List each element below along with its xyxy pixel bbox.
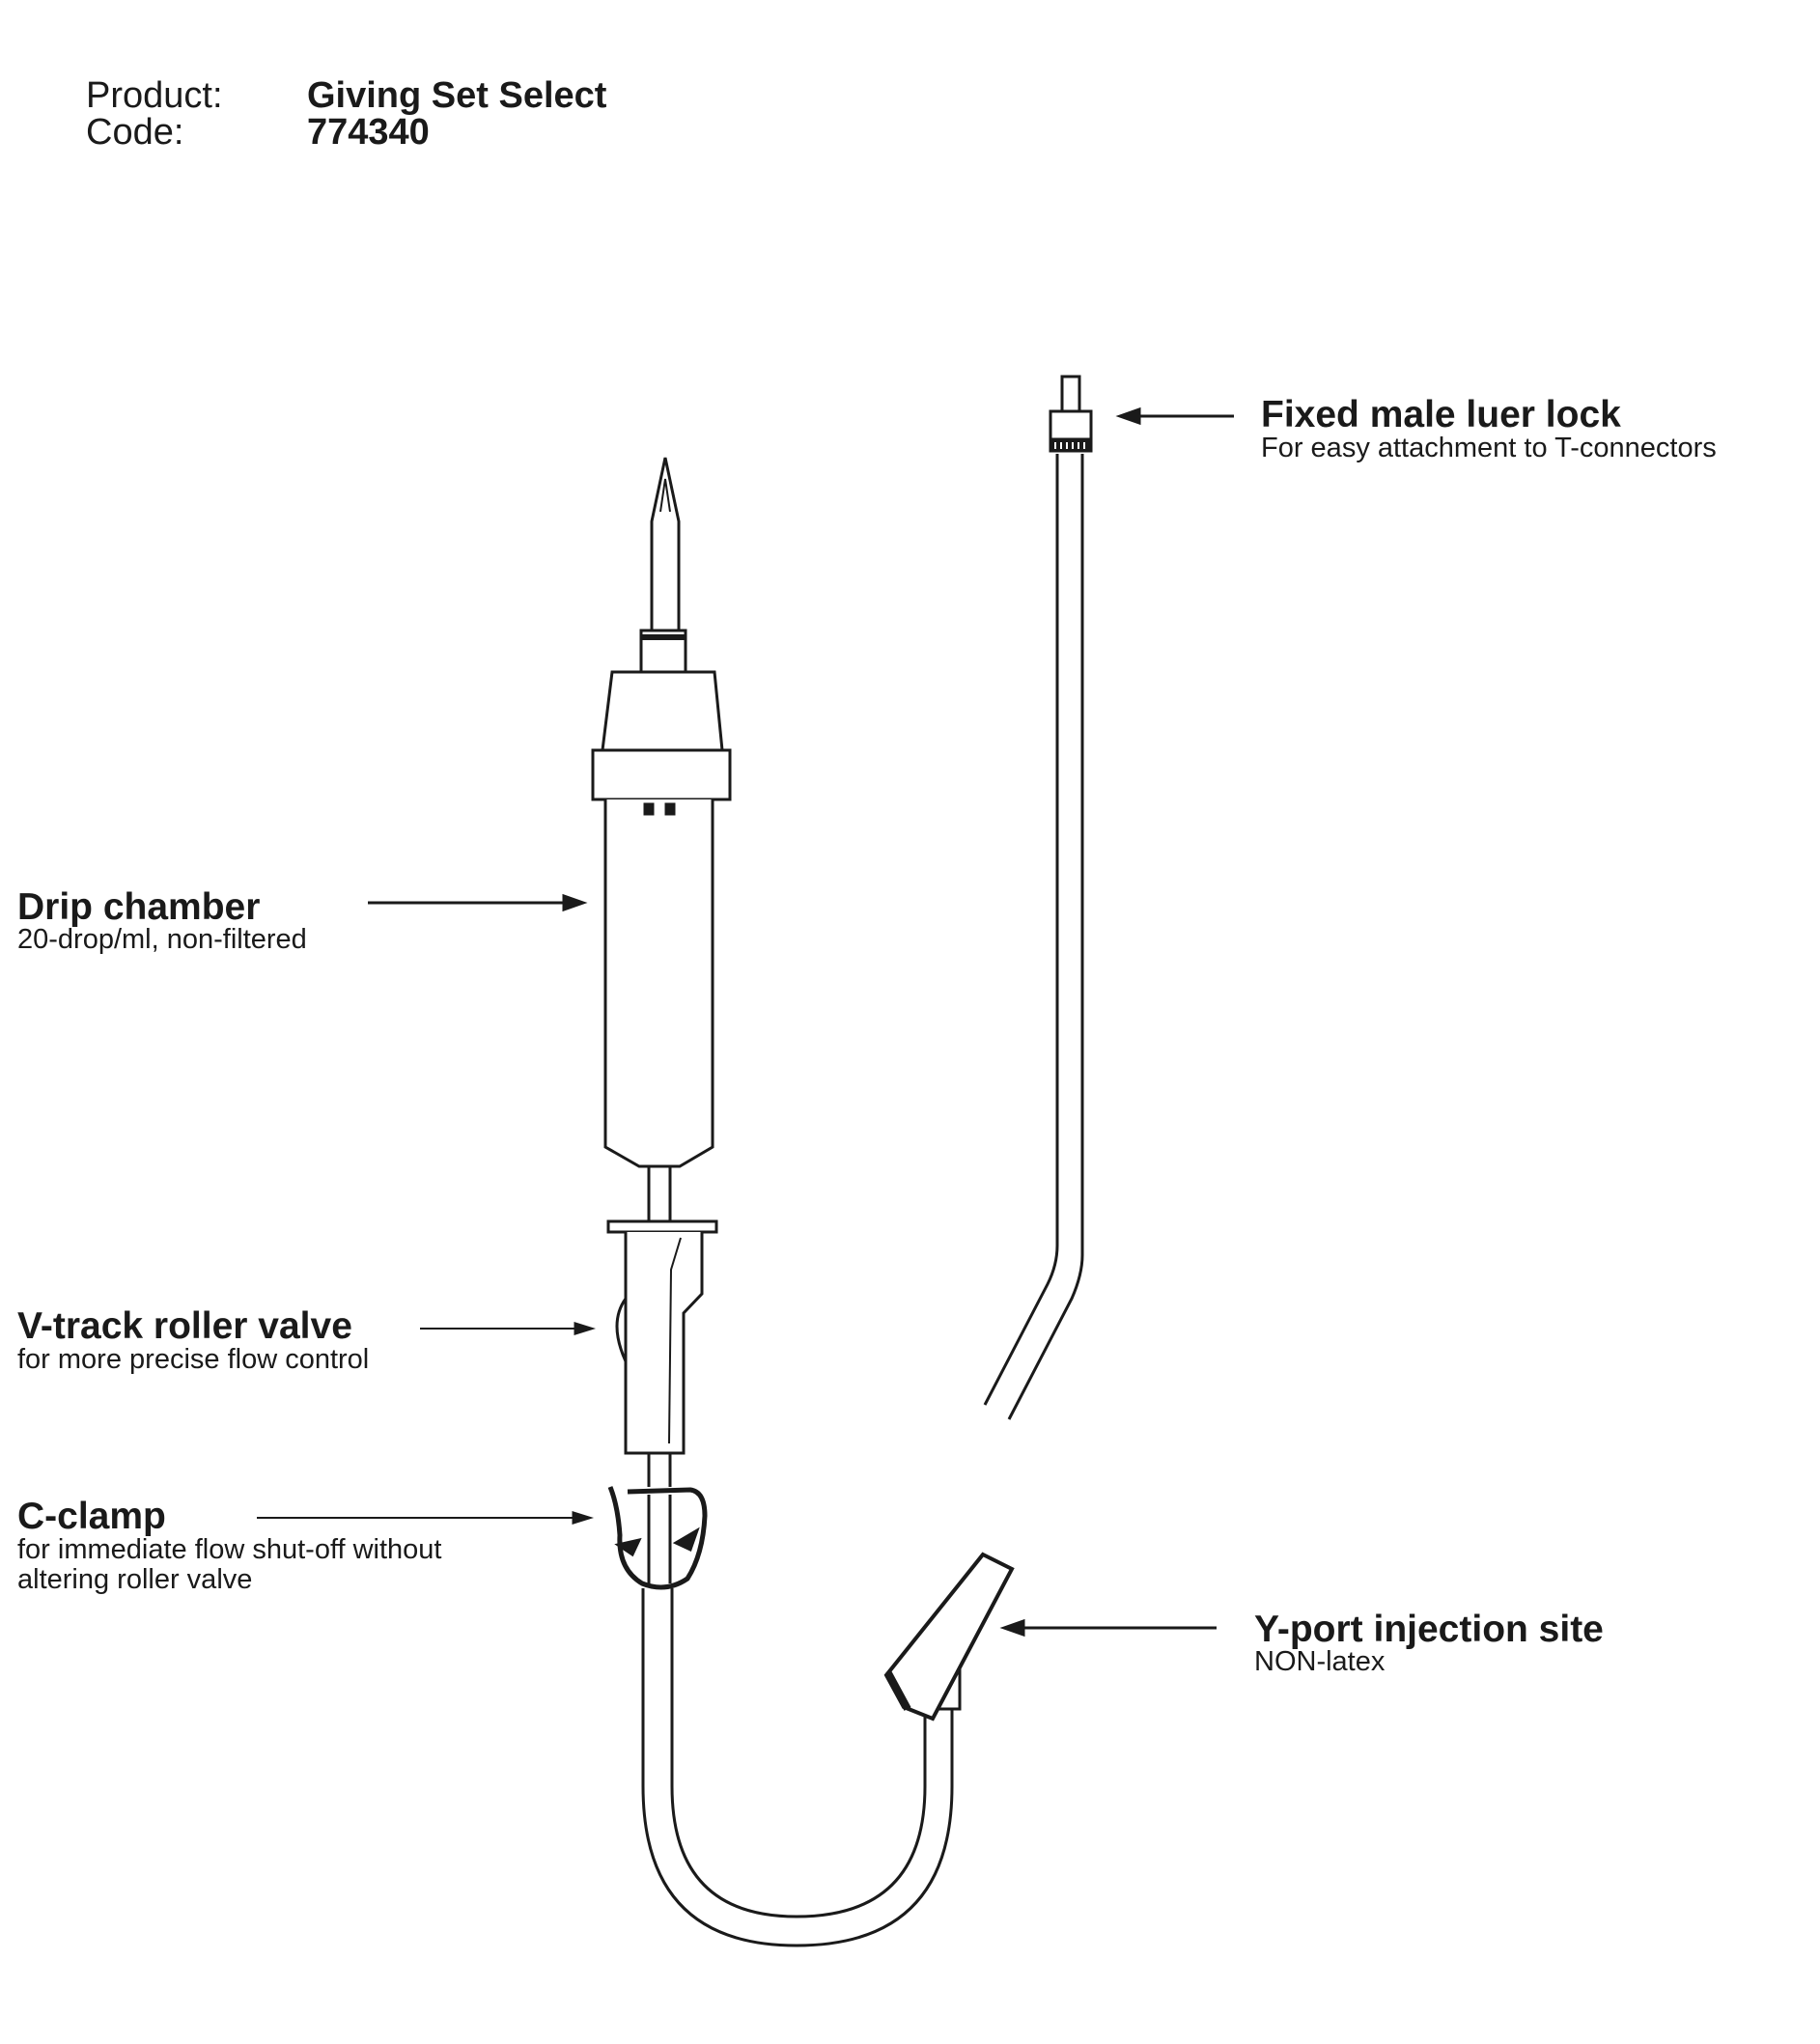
drip-chamber-desc: 20-drop/ml, non-filtered bbox=[17, 924, 307, 955]
c-clamp-title: C-clamp bbox=[17, 1496, 166, 1537]
roller-valve bbox=[606, 1219, 718, 1487]
roller-valve-desc: for more precise flow control bbox=[17, 1344, 370, 1375]
roller-valve-title: V-track roller valve bbox=[17, 1305, 352, 1347]
product-value: Giving Set Select bbox=[307, 75, 607, 116]
y-port-title: Y-port injection site bbox=[1254, 1609, 1604, 1650]
code-value: 774340 bbox=[307, 112, 430, 153]
spike bbox=[639, 457, 687, 674]
y-port-desc: NON-latex bbox=[1254, 1646, 1386, 1677]
drip-chamber-title: Drip chamber bbox=[17, 886, 261, 928]
c-clamp-desc-line2: altering roller valve bbox=[17, 1564, 253, 1595]
luer-lock-title: Fixed male luer lock bbox=[1261, 394, 1621, 435]
luer-lock bbox=[1049, 375, 1093, 453]
y-port bbox=[883, 1552, 1015, 1722]
luer-lock-desc: For easy attachment to T-connectors bbox=[1261, 433, 1717, 463]
callout-arrows bbox=[257, 406, 1234, 1638]
code-label: Code: bbox=[86, 112, 184, 153]
product-label: Product: bbox=[86, 75, 223, 116]
drip-chamber bbox=[591, 670, 732, 1222]
c-clamp bbox=[607, 1486, 708, 1590]
c-clamp-desc-line1: for immediate flow shut-off without bbox=[17, 1534, 442, 1565]
